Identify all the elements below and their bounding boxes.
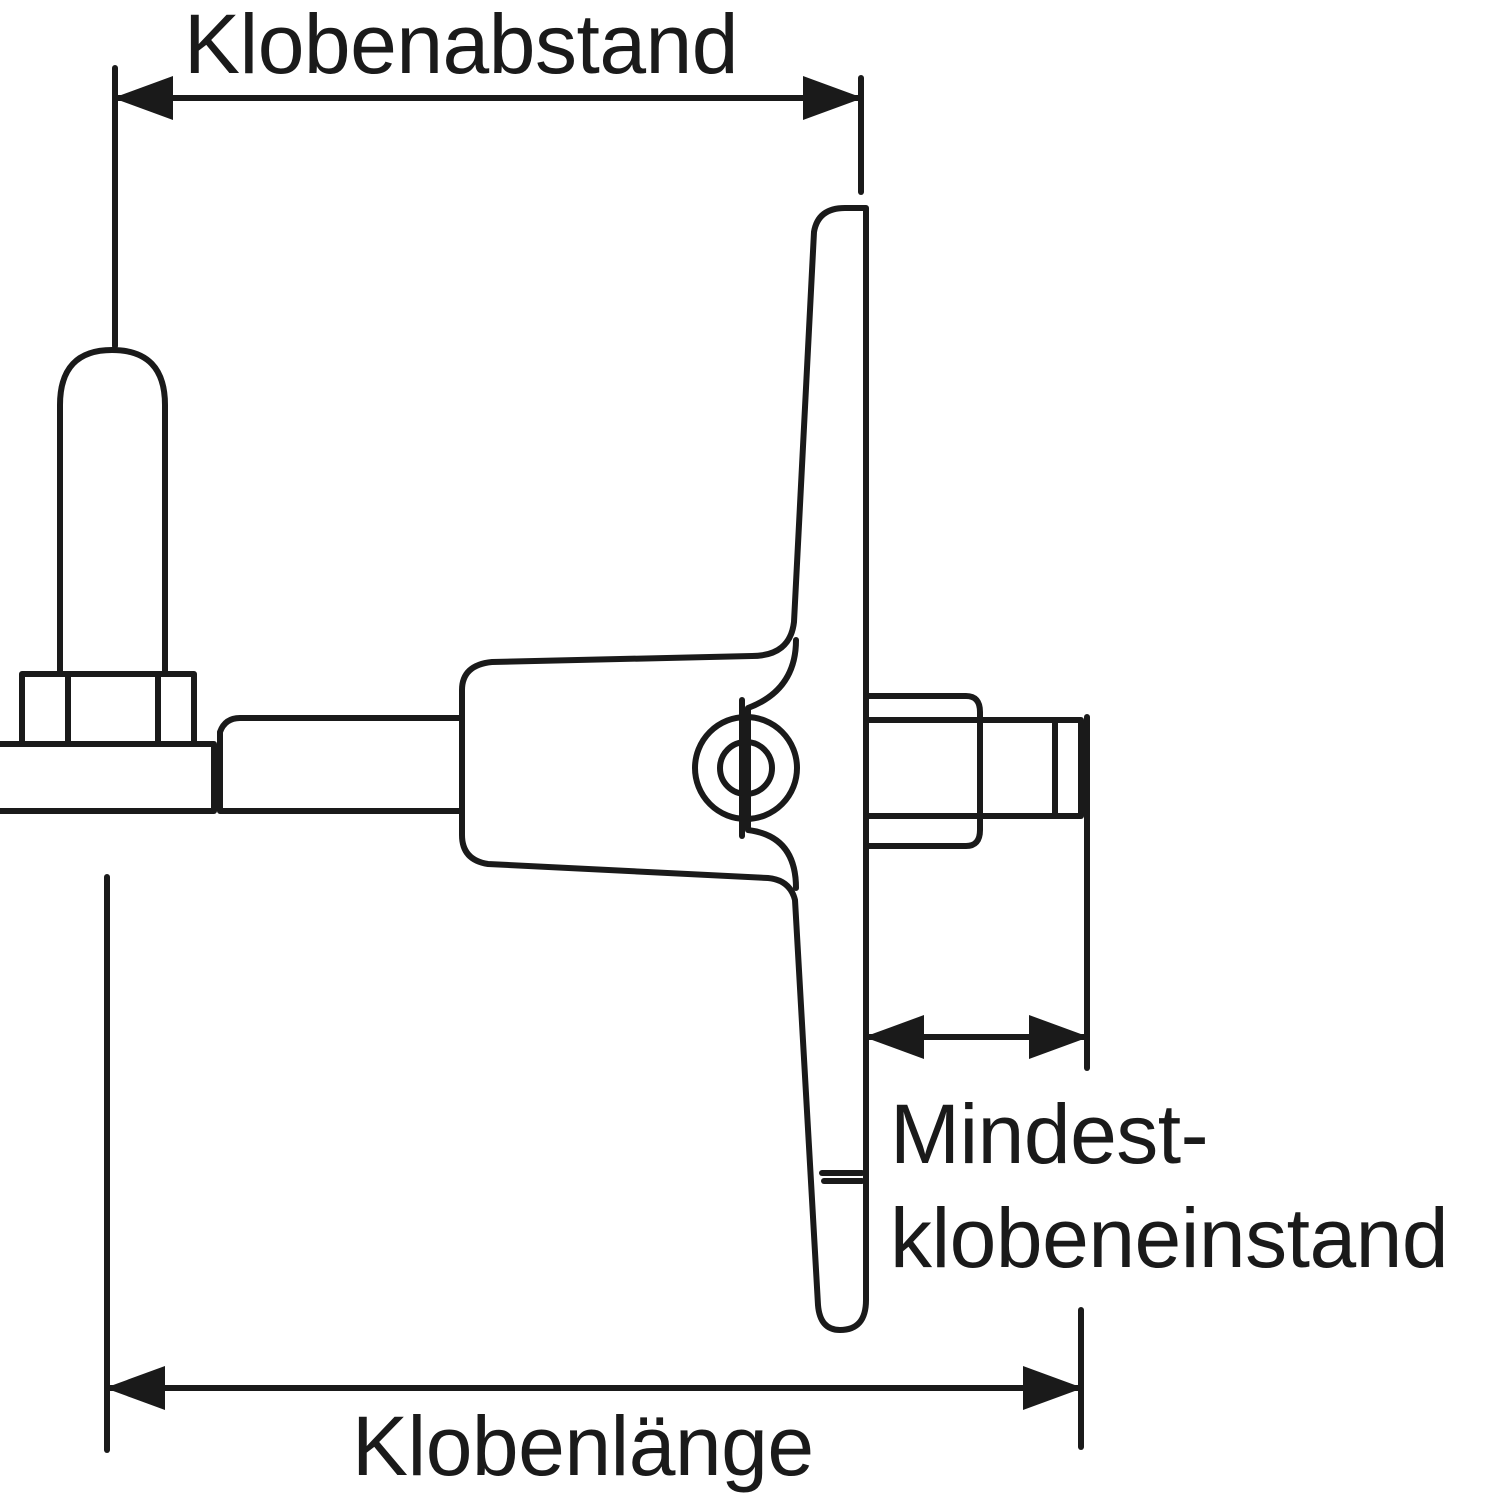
strap-arm xyxy=(217,715,465,814)
bolt-collar xyxy=(863,693,983,849)
washer-inner xyxy=(717,739,775,797)
hinge-knuckle xyxy=(459,205,869,1333)
label-mindest-line2: klobeneinstand xyxy=(890,1191,1449,1285)
label-mindest-line1: Mindest- xyxy=(890,1087,1209,1181)
knuckle-inner-contour xyxy=(745,637,799,891)
washer-outer xyxy=(692,714,800,822)
label-klobenlaenge: Klobenlänge xyxy=(352,1399,814,1493)
label-klobenabstand: Klobenabstand xyxy=(184,0,738,91)
pin-shaft xyxy=(57,347,168,677)
bolt-shaft xyxy=(863,717,1084,819)
hex-nut xyxy=(19,671,197,747)
base-plate xyxy=(0,741,217,814)
